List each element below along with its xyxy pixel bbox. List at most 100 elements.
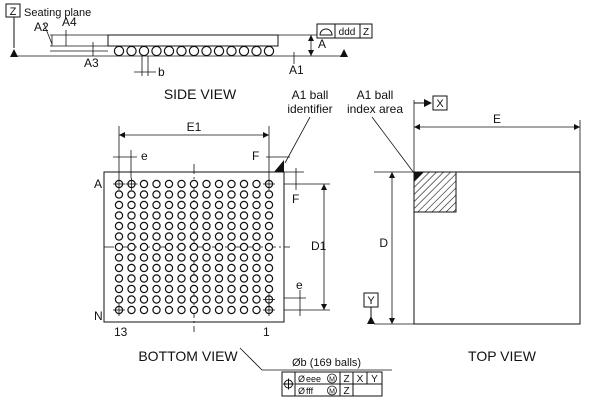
e-pitch-top-label: e	[141, 149, 148, 163]
solder-ball	[239, 284, 249, 294]
d-label: D	[379, 236, 388, 250]
solder-ball	[202, 263, 211, 273]
solder-ball	[127, 190, 136, 199]
solder-ball	[177, 190, 186, 199]
a-arrow-bottom	[308, 50, 314, 56]
solder-ball	[239, 190, 249, 199]
solder-ball	[114, 190, 124, 199]
bottom-view: E1 e F F D1 e A N 13 1 BOT	[94, 120, 392, 397]
position-tolerance-frame: Ø eee M Z X Y Ø fff M Z	[281, 371, 383, 397]
solder-ball	[214, 211, 224, 220]
solder-ball	[239, 263, 249, 273]
solder-ball	[214, 263, 224, 273]
solder-ball	[127, 211, 136, 220]
solder-ball	[227, 253, 236, 262]
solder-ball	[227, 221, 236, 231]
solder-ball	[139, 263, 149, 273]
solder-ball	[152, 211, 161, 220]
datum-y-triangle	[367, 316, 375, 324]
solder-ball	[164, 284, 174, 294]
solder-ball	[127, 284, 136, 294]
side-solder-ball	[188, 45, 200, 57]
solder-ball	[139, 190, 149, 199]
solder-ball	[139, 232, 149, 241]
flatness-control-frame: ddd Z	[316, 23, 373, 39]
d1-label: D1	[311, 239, 327, 253]
solder-ball	[239, 274, 249, 283]
solder-ball	[264, 200, 274, 210]
solder-ball	[164, 232, 174, 241]
side-view-title: SIDE VIEW	[164, 86, 237, 102]
solder-ball	[114, 295, 124, 304]
solder-ball	[139, 200, 149, 210]
solder-ball	[227, 200, 236, 210]
solder-ball	[114, 200, 124, 210]
solder-ball	[227, 295, 236, 304]
solder-ball	[177, 232, 186, 241]
solder-ball	[214, 190, 224, 199]
side-solder-ball	[201, 45, 212, 57]
solder-ball	[264, 274, 274, 283]
solder-ball	[127, 295, 136, 304]
solder-ball	[227, 274, 236, 283]
solder-ball	[202, 179, 211, 189]
solder-ball	[252, 305, 261, 315]
col-label-1: 1	[263, 325, 270, 339]
solder-ball	[152, 179, 161, 189]
solder-ball	[252, 221, 261, 231]
solder-ball	[252, 242, 261, 252]
a1-index-line2: index area	[347, 102, 403, 116]
solder-ball	[189, 263, 199, 273]
solder-ball	[152, 284, 161, 294]
solder-ball	[189, 242, 199, 252]
e1-label: E1	[187, 120, 202, 134]
solder-ball	[227, 232, 236, 241]
a3-label: A3	[84, 56, 99, 70]
solder-ball	[189, 190, 199, 199]
tol-row2-datum-z: Z	[343, 386, 349, 397]
solder-ball	[239, 295, 249, 304]
datum-x-box	[432, 95, 448, 111]
solder-ball	[152, 295, 161, 304]
tol-row1-datum-x: X	[357, 374, 364, 385]
d1-arrow-bottom	[321, 304, 327, 310]
a1-corner-marker-icon	[274, 160, 284, 172]
solder-ball	[152, 190, 161, 199]
solder-ball	[164, 211, 174, 220]
solder-ball	[227, 190, 236, 199]
side-solder-ball	[176, 45, 187, 57]
solder-ball	[164, 253, 174, 262]
solder-ball	[177, 211, 186, 220]
b-label: b	[158, 65, 165, 79]
solder-ball	[189, 179, 199, 189]
solder-ball	[214, 295, 224, 304]
solder-ball	[164, 190, 174, 199]
solder-ball	[114, 232, 124, 241]
solder-ball	[239, 200, 249, 210]
solder-ball	[139, 284, 149, 294]
solder-ball	[214, 179, 224, 189]
solder-ball	[214, 284, 224, 294]
tol-row2-value: fff	[306, 386, 314, 396]
solder-ball	[202, 211, 211, 220]
solder-ball	[252, 232, 261, 241]
solder-ball	[227, 211, 236, 220]
solder-ball	[214, 221, 224, 231]
datum-y-label: Y	[367, 295, 375, 307]
tol-row1-diameter: Ø	[298, 374, 305, 384]
solder-ball	[139, 211, 149, 220]
d1-arrow-top	[321, 184, 327, 190]
side-solder-ball	[126, 45, 137, 57]
solder-ball	[227, 263, 236, 273]
solder-ball	[239, 211, 249, 220]
tol-row2-mmc-icon	[327, 385, 337, 396]
solder-ball	[114, 253, 124, 262]
row-label-a: A	[94, 177, 102, 191]
solder-ball	[127, 263, 136, 273]
tol-row2-mod: M	[329, 389, 335, 396]
f-h-label: F	[252, 149, 259, 163]
solder-ball	[189, 295, 199, 304]
solder-ball	[189, 253, 199, 262]
solder-ball	[164, 221, 174, 231]
callouts: A1 ball identifier A1 ball index area	[284, 88, 418, 178]
